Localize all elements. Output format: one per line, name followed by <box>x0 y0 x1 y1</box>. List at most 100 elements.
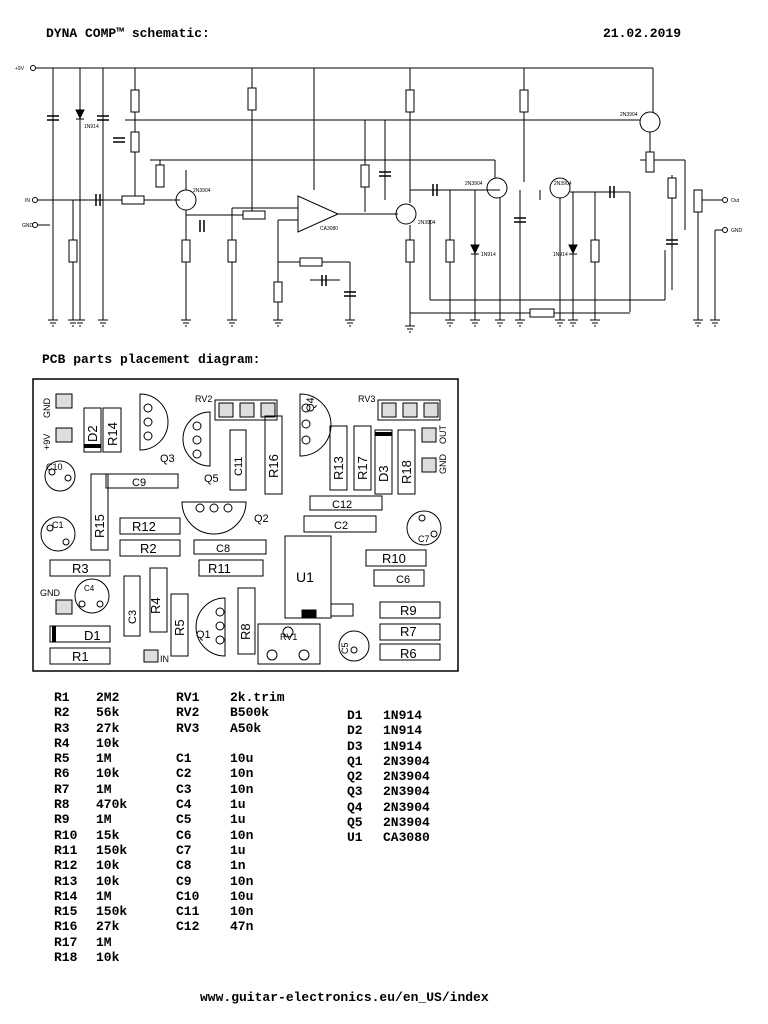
bom-ref: R18 <box>54 950 78 966</box>
bom-ref: R11 <box>54 842 78 858</box>
pcb-r14: R14 <box>105 422 120 446</box>
pcb-c8: C8 <box>216 543 230 555</box>
bom-ref: C4 <box>176 797 192 813</box>
schematic-diagram: +9V IN GND Out GND 2N3904 2N3904 2N3904 … <box>15 65 743 333</box>
bom-row: R15 150k <box>54 904 127 919</box>
footer-url: www.guitar-electronics.eu/en_US/index <box>200 990 489 1005</box>
pcb-r11: R11 <box>208 561 231 576</box>
bom-value: 10n <box>230 827 254 843</box>
pcb-title: PCB parts placement diagram: <box>42 352 261 367</box>
bom-ref: R10 <box>54 827 78 843</box>
bom-value: 1N914 <box>383 708 423 723</box>
bom-row: C7 1u <box>176 843 285 858</box>
bom-ref: C8 <box>176 858 192 874</box>
pcb-c11: C11 <box>233 457 245 476</box>
bom-row: RV1 2k.trim <box>176 690 285 705</box>
bom-ref: R5 <box>54 751 70 767</box>
bom-ref: D2 <box>347 723 363 739</box>
bom-ref: R7 <box>54 781 70 797</box>
bom-spacer <box>176 736 285 751</box>
gnd-out-label: GND <box>731 228 743 234</box>
bom-ref: C9 <box>176 873 192 889</box>
bom-ref: C10 <box>176 888 200 904</box>
bom-value: 2k.trim <box>230 690 285 705</box>
bom-row: R11 150k <box>54 843 127 858</box>
pcb-d1: D1 <box>84 628 101 643</box>
pcb-q5: Q5 <box>204 473 219 485</box>
pcb-d3: D3 <box>376 465 391 482</box>
vcc-label: +9V <box>15 66 25 72</box>
pcb-q3: Q3 <box>160 453 175 465</box>
bom-value: 10k <box>96 858 120 874</box>
pcb-r10: R10 <box>382 551 406 566</box>
bom-value: 2N3904 <box>383 784 430 800</box>
pcb-c9: C9 <box>132 477 146 489</box>
bom-ref: R12 <box>54 858 78 874</box>
bom-ref: RV1 <box>176 690 200 705</box>
bom-ref: R16 <box>54 919 78 935</box>
bom-ref: RV2 <box>176 705 200 721</box>
bom-value: CA3080 <box>383 830 430 846</box>
bom-value: A50k <box>230 720 262 736</box>
bom-value: 56k <box>96 705 120 721</box>
bom-value: 1N914 <box>383 738 423 754</box>
bom-value: 2N3904 <box>383 769 430 785</box>
bom-value: 1u <box>230 842 246 858</box>
bom-ref: R15 <box>54 904 78 920</box>
bom-ref: Q2 <box>347 769 363 785</box>
bom-ref: R3 <box>54 720 70 736</box>
bom-row: D2 1N914 <box>347 723 430 738</box>
schematic-title: DYNA COMP™ schematic: <box>46 26 210 41</box>
pcb-r5: R5 <box>172 619 187 636</box>
bom-ref: RV3 <box>176 720 200 736</box>
pcb-c2: C2 <box>334 520 348 532</box>
bom-ref: R1 <box>54 690 70 705</box>
bom-ref: U1 <box>347 830 363 846</box>
bom-ref: Q4 <box>347 799 363 815</box>
bom-value: 150k <box>96 842 128 858</box>
pcb-gnd2-pad: GND <box>40 588 61 598</box>
pcb-c6: C6 <box>396 574 410 586</box>
bom-row: Q4 2N3904 <box>347 800 430 815</box>
pcb-r1: R1 <box>72 649 89 664</box>
bom-row: C5 1u <box>176 812 285 827</box>
bom-value: 1M <box>96 888 112 904</box>
q3-type-label: 2N3904 <box>465 181 483 187</box>
bom-value: 1u <box>230 812 246 828</box>
bom-value: 10k <box>96 735 120 751</box>
pcb-out-pad: OUT <box>438 425 448 445</box>
q2-type-label: 2N3904 <box>418 220 436 226</box>
pcb-r8: R8 <box>238 623 253 640</box>
bom-ref: C7 <box>176 842 192 858</box>
pcb-c5: C5 <box>340 642 350 654</box>
bom-ref: C12 <box>176 919 200 935</box>
pcb-q1: Q1 <box>196 629 211 641</box>
bom-value: 2N3904 <box>383 799 430 815</box>
pcb-9v-pad: +9V <box>42 434 52 450</box>
bom-value: 27k <box>96 919 120 935</box>
bom-value: 10n <box>230 904 254 920</box>
bom-value: 1N914 <box>383 723 423 739</box>
pcb-r16: R16 <box>266 454 281 478</box>
bom-value: 150k <box>96 904 128 920</box>
bom-ref: R13 <box>54 873 78 889</box>
u1-type-label: CA3080 <box>320 226 338 232</box>
bom-ref: C5 <box>176 812 192 828</box>
bom-value: 10k <box>96 950 120 966</box>
